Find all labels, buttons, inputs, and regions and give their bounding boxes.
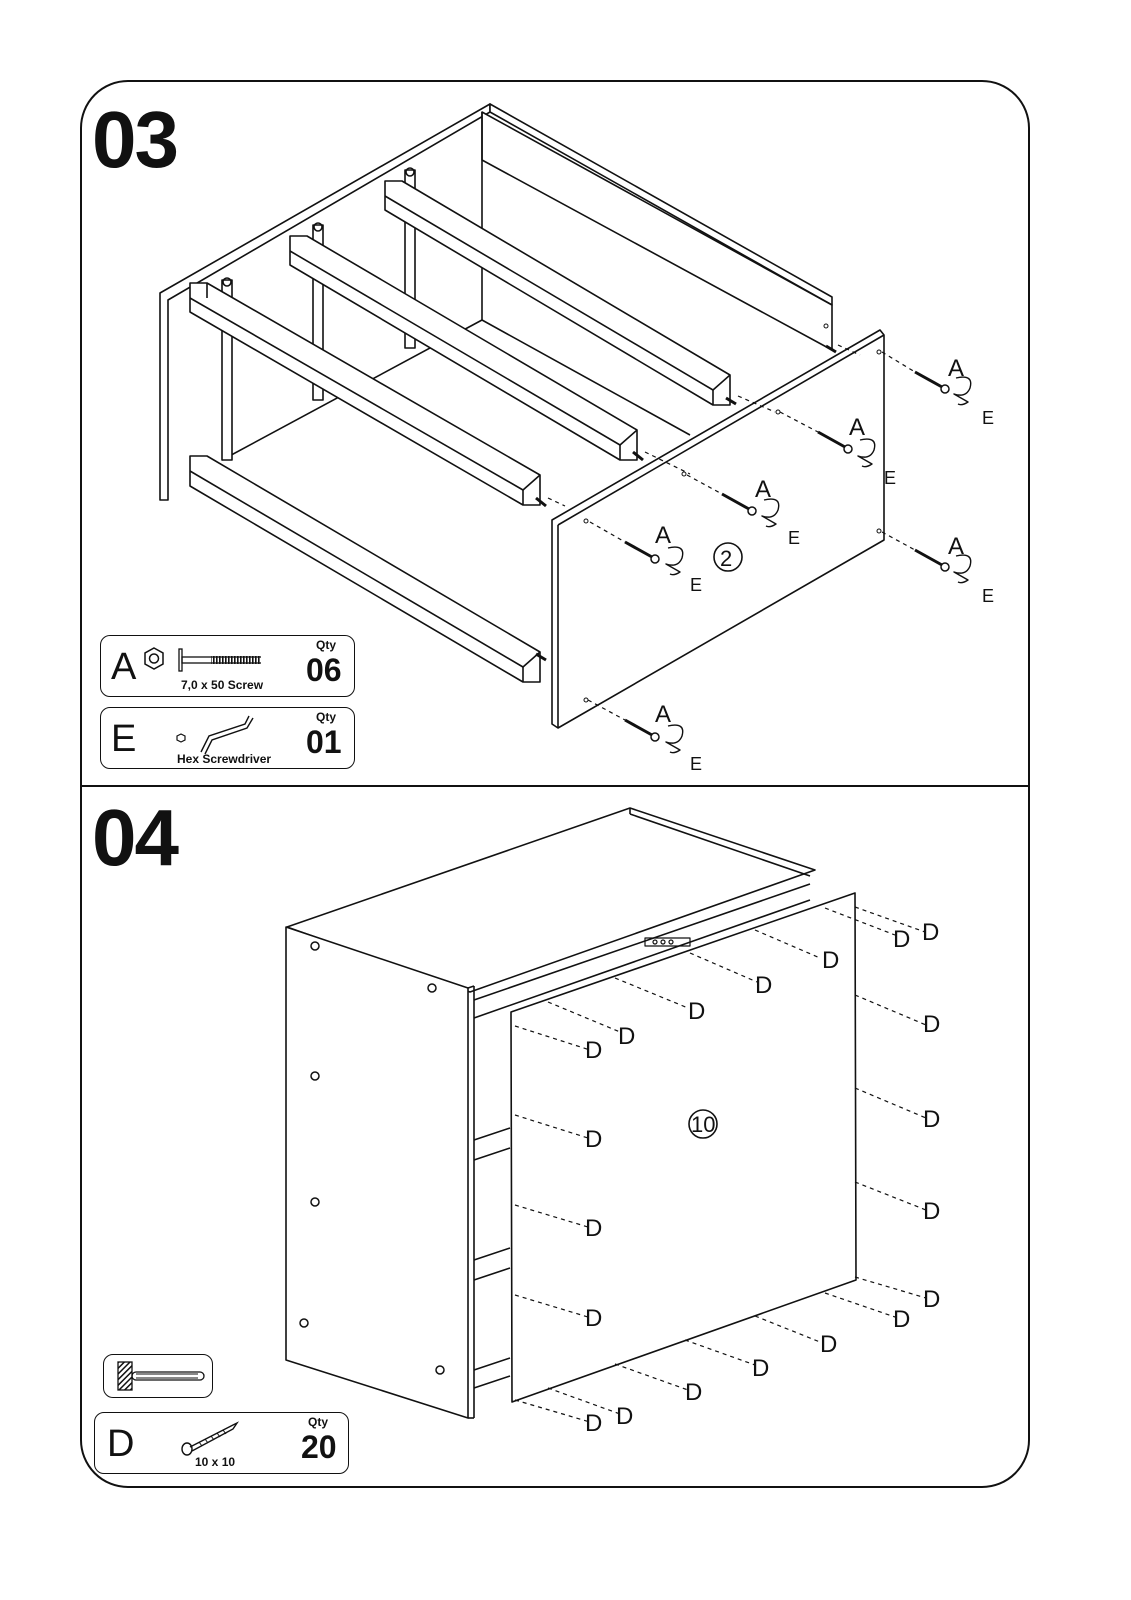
nail-callout-d: D	[688, 998, 705, 1025]
screw-icon	[144, 647, 261, 672]
nail-callout-d: D	[585, 1215, 602, 1242]
callout-tool-e: E	[690, 575, 702, 595]
nail-callout-d: D	[585, 1126, 602, 1153]
callout-screw-a: A	[755, 476, 771, 503]
panel-10-marker	[688, 1109, 718, 1139]
callout-screw-a: A	[948, 355, 964, 382]
rail-2	[289, 235, 638, 461]
step-04-diagram: D D D D D D D D D D D D D D D D D D D D …	[285, 807, 940, 1437]
nail-icon	[181, 1421, 240, 1456]
inside-rails	[473, 883, 811, 1389]
step-divider	[82, 785, 1028, 787]
part-letter: A	[111, 646, 137, 688]
panel-2-marker	[713, 542, 743, 572]
nail-callout-d: D	[685, 1379, 702, 1406]
part-letter: D	[107, 1423, 135, 1465]
qty-label: Qty	[316, 710, 337, 724]
callout-screw-a: A	[849, 414, 865, 441]
callout-tool-e: E	[690, 754, 702, 774]
nail-callout-d: D	[616, 1403, 633, 1430]
qty-label: Qty	[308, 1415, 329, 1429]
side-panel-2	[551, 329, 885, 729]
hammer-icon	[117, 1361, 205, 1391]
nail-callout-d: D	[923, 1286, 940, 1313]
nail-callout-d: D	[893, 1306, 910, 1333]
nail-callout-d: D	[923, 1198, 940, 1225]
part-box-e: E Hex Screwdriver Qty 01	[100, 707, 355, 769]
part-caption: Hex Screwdriver	[177, 752, 272, 766]
part-qty: 20	[301, 1429, 337, 1465]
qty-label: Qty	[316, 638, 337, 652]
nail-callouts: D D D D D D D D D D D D D D D D D D D D …	[585, 919, 940, 1437]
callout-screw-a: A	[655, 522, 671, 549]
tool-box-hammer	[103, 1354, 213, 1398]
part-caption: 7,0 x 50 Screw	[181, 678, 264, 692]
nail-callout-d: D	[585, 1305, 602, 1332]
nail-callout-d: D	[755, 972, 772, 999]
callout-screw-a: A	[948, 533, 964, 560]
rail-1	[189, 282, 541, 506]
step-03-diagram: 2 A E A E A E A E A E A E	[159, 103, 994, 774]
instruction-sheet-frame	[80, 80, 1030, 1488]
hex-key-icon	[176, 715, 254, 755]
part-qty: 01	[306, 724, 342, 760]
drawer-runners	[221, 167, 416, 461]
nail-callout-d: D	[585, 1410, 602, 1437]
callout-tool-e: E	[982, 586, 994, 606]
step-number-04: 04	[92, 793, 179, 882]
part-caption: 10 x 10	[195, 1455, 236, 1469]
nail-callout-d: D	[923, 1011, 940, 1038]
nail-callout-d: D	[585, 1037, 602, 1064]
callout-screw-a: A	[655, 701, 671, 728]
part-qty: 06	[306, 652, 342, 688]
screws-step-03	[624, 370, 943, 737]
back-panel-10	[510, 892, 857, 1403]
nail-callout-d: D	[820, 1331, 837, 1358]
cabinet-left-side	[285, 926, 475, 1419]
panel-10-label: 10	[691, 1112, 715, 1137]
back-panel	[481, 111, 833, 351]
nail-callout-d: D	[922, 919, 939, 946]
rail-3	[384, 180, 731, 406]
nail-callout-d: D	[618, 1023, 635, 1050]
nail-callout-d: D	[752, 1355, 769, 1382]
panel-2-label: 2	[720, 546, 732, 571]
callout-tool-e: E	[788, 528, 800, 548]
callout-tool-e: E	[884, 468, 896, 488]
part-letter: E	[111, 718, 137, 760]
part-box-a: A 7,0 x 50 Screw Qty 06	[100, 635, 355, 697]
nail-callout-d: D	[923, 1106, 940, 1133]
nail-callout-d: D	[822, 947, 839, 974]
callout-tool-e: E	[982, 408, 994, 428]
side-screw-heads	[299, 941, 445, 1375]
rail-bottom	[189, 455, 541, 683]
nail-guides	[514, 906, 927, 1423]
part-box-d: D 10 x 10 Qty 20	[94, 1412, 349, 1474]
nail-callout-d: D	[893, 926, 910, 953]
step-number-03: 03	[92, 95, 179, 184]
